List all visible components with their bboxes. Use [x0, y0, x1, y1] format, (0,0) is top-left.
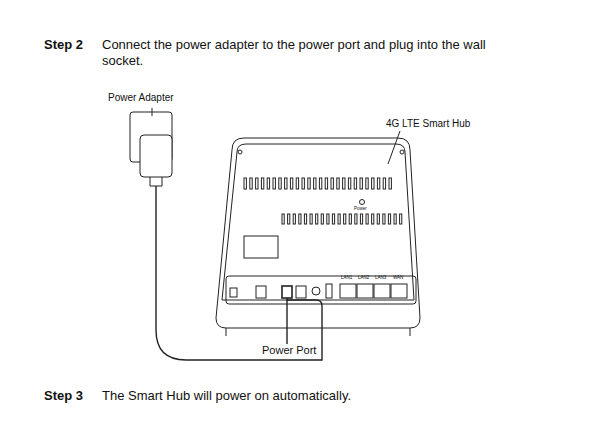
vent-slots: [244, 178, 391, 189]
vent-slot: [360, 214, 362, 224]
vent-slot: [377, 178, 379, 189]
phone-port: [296, 286, 306, 298]
vent-slot: [319, 178, 321, 189]
smart-hub: [216, 138, 420, 336]
feet: [226, 328, 410, 336]
back-panel: [222, 144, 414, 300]
step-number: Step 2: [44, 37, 83, 53]
vent-slot: [308, 178, 310, 189]
power-cable: [156, 186, 322, 360]
vent-slot: [273, 178, 275, 189]
vent-slot: [325, 178, 327, 189]
vent-slot: [338, 214, 340, 224]
vent-slot: [388, 214, 390, 224]
vent-slot: [316, 214, 318, 224]
vent-slot: [344, 214, 346, 224]
port-label: LAN3: [375, 275, 386, 280]
vent-slot: [250, 178, 252, 189]
vent-slot: [256, 178, 258, 189]
instruction-text: The Smart Hub will power on automaticall…: [102, 388, 351, 404]
housing-outline: [216, 138, 420, 328]
vent-slot: [327, 214, 329, 224]
vent-slot: [304, 214, 306, 224]
vent-slot: [321, 214, 323, 224]
vent-slot: [267, 178, 269, 189]
port-label: LAN2: [358, 275, 369, 280]
vent-slot: [383, 214, 385, 224]
vent-slot: [282, 214, 284, 224]
vent-slot: [394, 214, 396, 224]
vent-slot: [293, 214, 295, 224]
vent-slots: [282, 214, 402, 224]
sim-cover: [244, 236, 278, 258]
vent-slot: [348, 178, 350, 189]
vent-slot: [349, 214, 351, 224]
reset-button: [230, 288, 237, 297]
vent-slot: [244, 178, 246, 189]
lan-port: [357, 284, 373, 298]
power-cable: [287, 298, 322, 306]
power-button: [256, 286, 266, 298]
vent-slot: [290, 178, 292, 189]
callout-label: Power Port: [262, 344, 316, 357]
vent-slot: [299, 214, 301, 224]
antenna-port: [312, 287, 320, 295]
power-led: [360, 200, 365, 205]
vent-slot: [310, 214, 312, 224]
vent-slot: [279, 178, 281, 189]
leader-line: [286, 300, 287, 344]
port-label: LAN1: [341, 275, 352, 280]
wan-port: [391, 284, 407, 298]
vent-slot: [302, 178, 304, 189]
vent-slot: [400, 214, 402, 224]
lan-port: [374, 284, 390, 298]
part-name: 4G LTE Smart Hub: [386, 118, 470, 130]
vent-slot: [337, 178, 339, 189]
vent-slot: [261, 178, 263, 189]
vent-slot: [332, 214, 334, 224]
vent-slot: [331, 178, 333, 189]
port-label: Power: [354, 206, 367, 211]
leader-line: [388, 131, 400, 164]
vent-slot: [372, 214, 374, 224]
screw: [400, 150, 404, 154]
usb-port: [326, 284, 332, 298]
vent-slot: [360, 178, 362, 189]
lan-port: [340, 284, 356, 298]
vent-slot: [288, 214, 290, 224]
power-port: [282, 286, 292, 298]
adapter-body: [140, 135, 172, 177]
vent-slot: [366, 178, 368, 189]
vent-slot: [285, 178, 287, 189]
port-panel: [226, 276, 416, 304]
vent-slot: [383, 178, 385, 189]
power-adapter: [130, 112, 322, 360]
vent-slot: [296, 178, 298, 189]
step-number: Step 3: [44, 388, 83, 404]
instruction-text: Connect the power adapter to the power p…: [102, 37, 530, 68]
leader-line: [152, 108, 153, 116]
screw: [238, 150, 242, 154]
part-name: Power Adapter: [108, 92, 174, 104]
vent-slot: [314, 178, 316, 189]
vent-slot: [389, 178, 391, 189]
vent-slot: [354, 178, 356, 189]
vent-slot: [366, 214, 368, 224]
vent-slot: [372, 178, 374, 189]
vent-slot: [377, 214, 379, 224]
vent-slot: [343, 178, 345, 189]
adapter-neck: [150, 177, 162, 186]
port-label: WAN: [393, 275, 403, 280]
vent-slot: [355, 214, 357, 224]
